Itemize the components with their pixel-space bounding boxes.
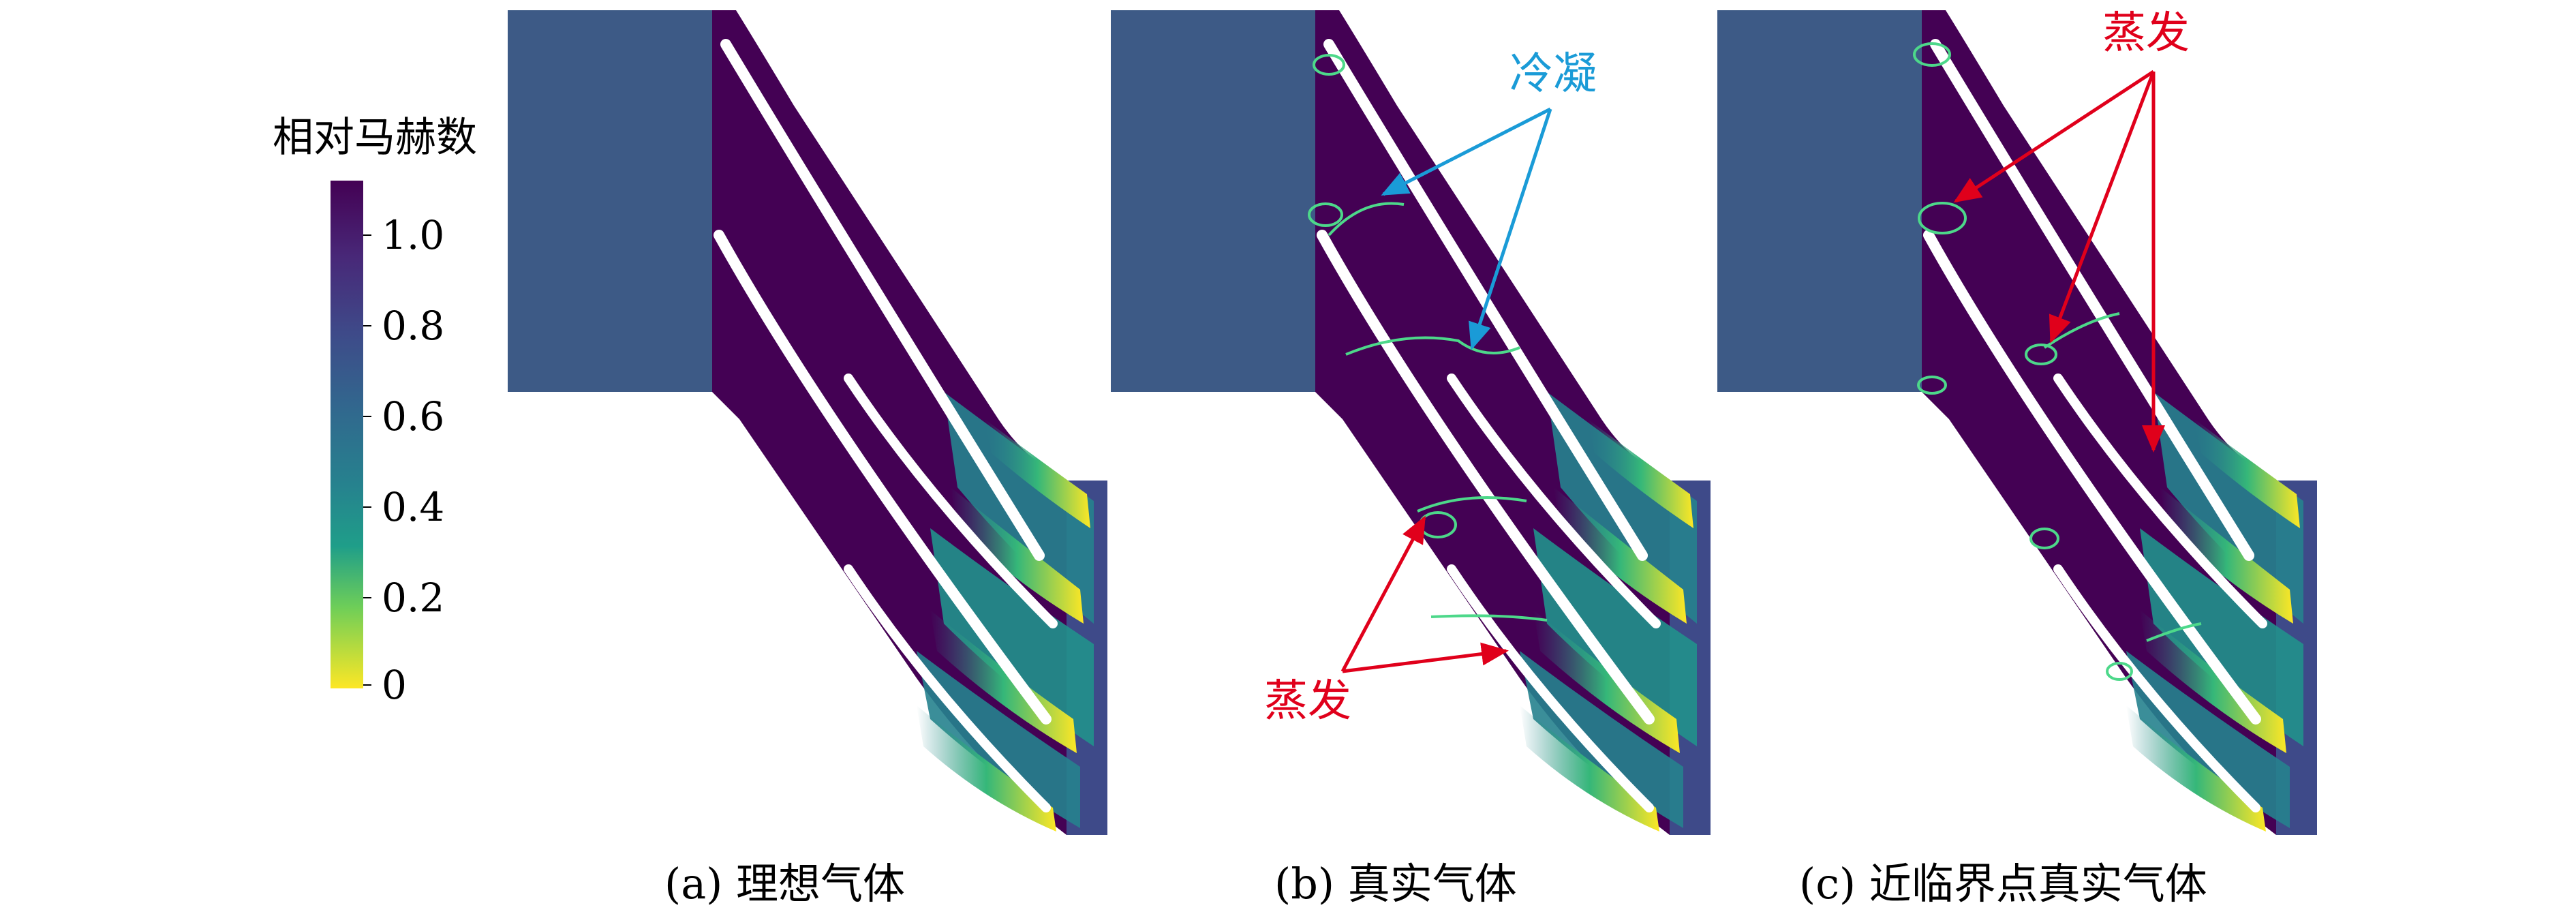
caption-b: (b) 真实气体 — [1274, 859, 1517, 909]
caption-c: (c) 近临界点真实气体 — [1799, 859, 2207, 909]
mach-contour-c — [1717, 10, 2317, 835]
colorbar-tick-label: 1.0 — [382, 212, 444, 258]
colorbar-tick-label: 0 — [382, 662, 407, 708]
annotation-evaporation-c: 蒸发 — [2102, 8, 2190, 59]
colorbar-gradient — [331, 181, 363, 688]
condensation-arrow — [1381, 107, 1552, 196]
panel-b: 冷凝 蒸发 (b) 真实气体 — [1111, 10, 1711, 909]
colorbar-tick-label: 0.6 — [382, 393, 444, 440]
panel-a: (a) 理想气体 — [508, 10, 1107, 909]
mach-contour-a — [508, 10, 1107, 835]
caption-a: (a) 理想气体 — [664, 859, 905, 909]
panel-c: 蒸发 (c) 近临界点真实气体 — [1717, 8, 2317, 909]
colorbar-tick-label: 0.8 — [382, 303, 444, 349]
annotation-evaporation-b: 蒸发 — [1264, 676, 1351, 727]
evaporation-arrow — [1340, 515, 1426, 673]
evaporation-arrow — [2049, 71, 2156, 344]
colorbar-title: 相对马赫数 — [273, 114, 477, 162]
evaporation-arrow — [1953, 70, 2155, 203]
mach-contour-b — [1111, 10, 1711, 835]
condensation-arrow — [1469, 108, 1552, 350]
colorbar-tick-label: 0.2 — [382, 575, 444, 621]
colorbar: 相对马赫数 1.0 0.8 0.6 0.4 0.2 0 — [273, 114, 477, 708]
colorbar-tick-label: 0.4 — [382, 484, 444, 530]
annotation-condensation: 冷凝 — [1509, 49, 1597, 100]
evaporation-arrow — [1342, 642, 1509, 673]
colorbar-ticks — [363, 234, 371, 686]
